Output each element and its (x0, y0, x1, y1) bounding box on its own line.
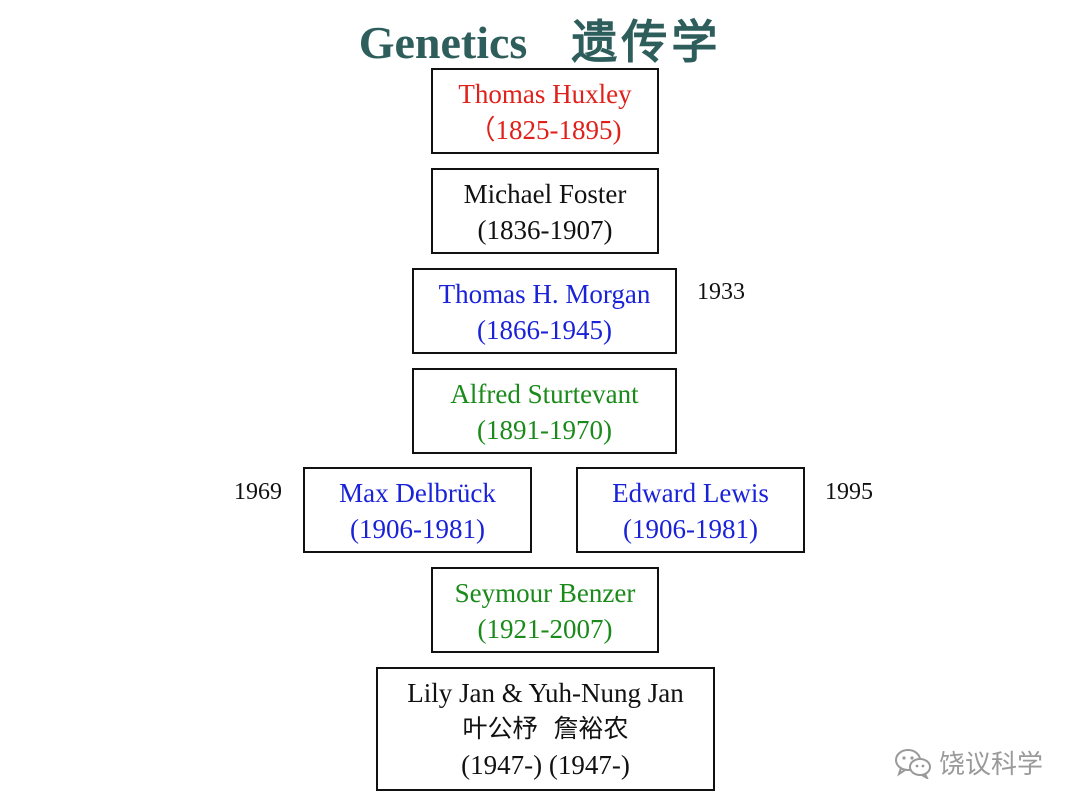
node-name: Seymour Benzer (454, 578, 636, 608)
node-years: （1825-1895) (468, 115, 622, 145)
node-years: (1921-2007) (477, 614, 613, 644)
node-name: Thomas H. Morgan (438, 279, 651, 309)
title-cn: 遗传学 (571, 17, 722, 68)
node-delbruck: Max Delbrück (1906-1981) (303, 467, 532, 553)
node-years: (1836-1907) (477, 215, 613, 245)
nobel-year-morgan: 1933 (697, 279, 745, 305)
node-years: (1947-) (1947-) (461, 750, 630, 780)
title-en: Genetics (358, 17, 528, 68)
node-years: (1891-1970) (477, 415, 612, 445)
watermark-text: 饶议科学 (939, 750, 1044, 780)
node-name: Lily Jan & Yuh-Nung Jan (407, 678, 684, 708)
page-title: Genetics 遗传学 (0, 6, 1080, 72)
wechat-icon (895, 748, 931, 779)
node-jan: Lily Jan & Yuh-Nung Jan 叶公杼 詹裕农 (1947-) … (376, 667, 715, 791)
node-sturtevant: Alfred Sturtevant (1891-1970) (412, 368, 677, 454)
node-name: Max Delbrück (339, 478, 496, 508)
node-years: (1906-1981) (623, 514, 758, 544)
nobel-year-lewis: 1995 (825, 479, 873, 505)
node-huxley: Thomas Huxley （1825-1895) (431, 68, 659, 154)
node-morgan: Thomas H. Morgan (1866-1945) (412, 268, 677, 354)
node-cn-name: 叶公杼 詹裕农 (462, 714, 629, 743)
node-foster: Michael Foster (1836-1907) (431, 168, 659, 254)
nobel-year-delbruck: 1969 (234, 479, 282, 505)
node-years: (1866-1945) (477, 315, 612, 345)
node-name: Alfred Sturtevant (450, 379, 639, 409)
node-years: (1906-1981) (350, 514, 485, 544)
watermark: 饶议科学 (893, 744, 1043, 781)
node-name: Edward Lewis (612, 478, 769, 508)
node-name: Thomas Huxley (458, 79, 632, 109)
node-lewis: Edward Lewis (1906-1981) (576, 467, 805, 553)
node-name: Michael Foster (463, 179, 627, 209)
node-benzer: Seymour Benzer (1921-2007) (431, 567, 659, 653)
